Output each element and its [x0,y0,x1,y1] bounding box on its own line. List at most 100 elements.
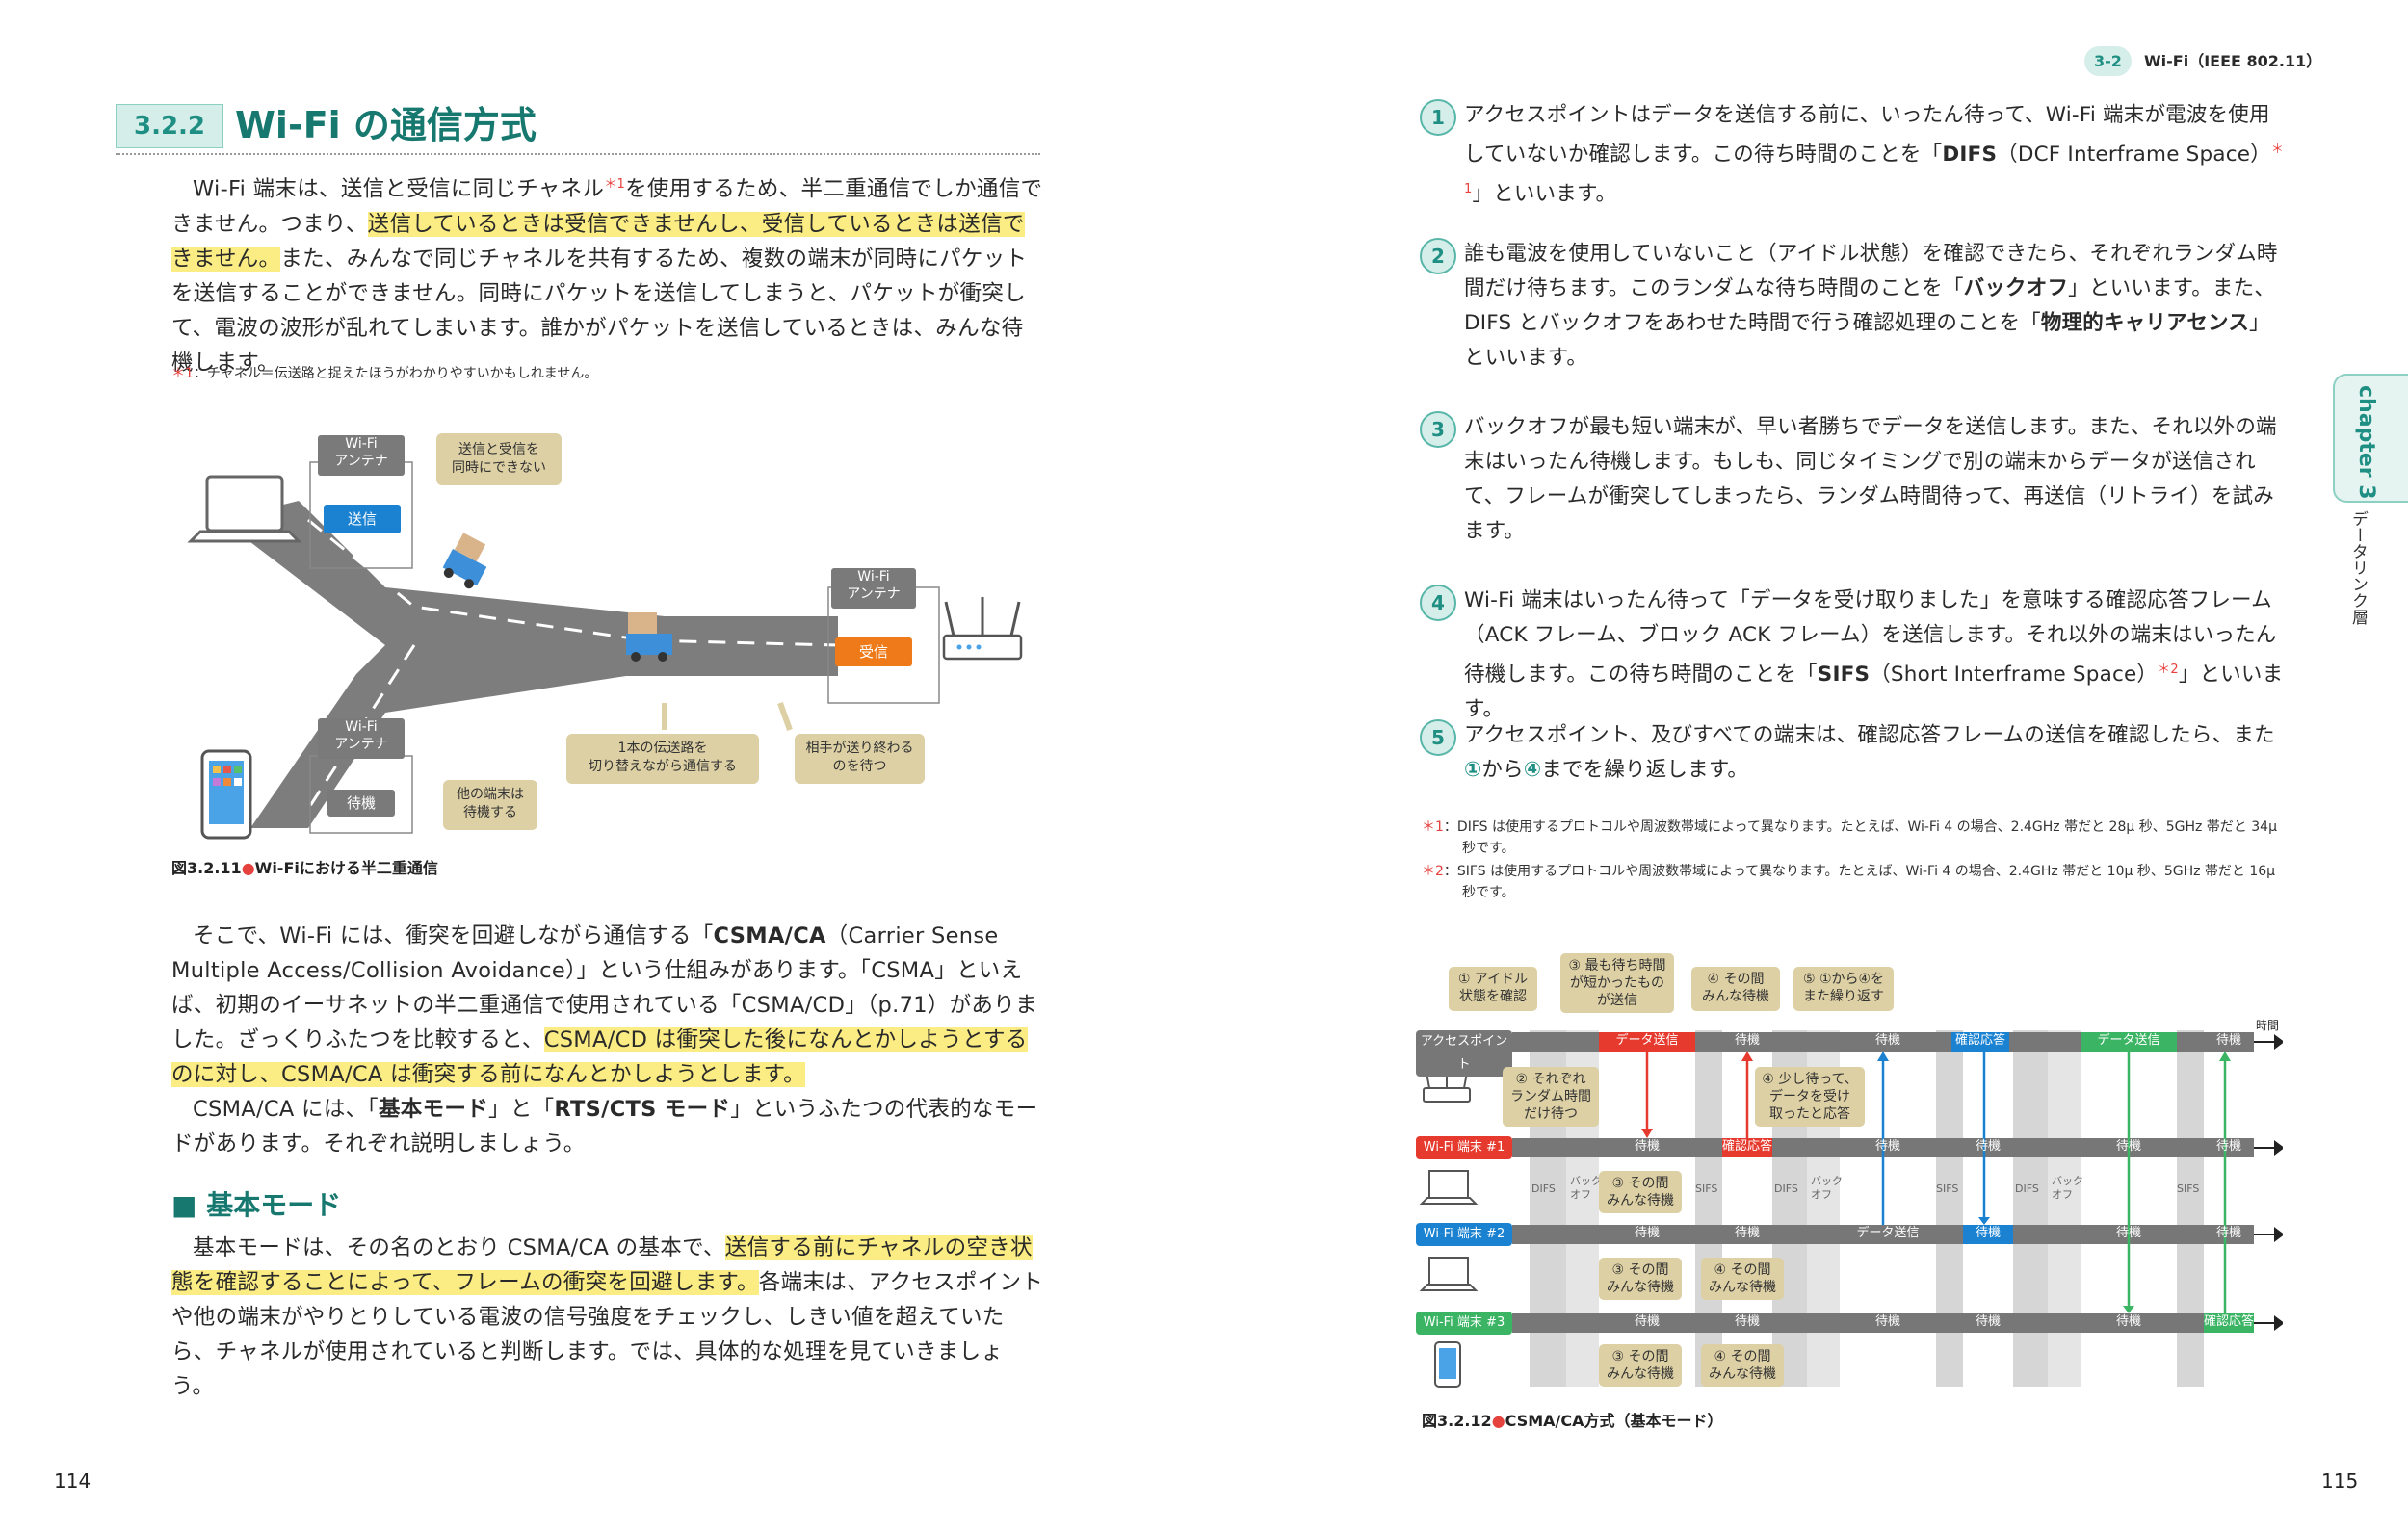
bubble-channel-switch: 1本の伝送路を切り替えながら通信する [566,734,759,784]
text-run: 基本モードは、その名のとおり CSMA/CA の基本で、 [193,1235,725,1260]
footnote-ref: ＊1 [1464,143,2285,197]
backoff-label-3: バックオフ [2052,1175,2083,1201]
smartphone-icon [200,749,252,840]
text-run: 誰も電波を使用していないこと（アイドル状態）を確認できたら、それぞれランダム時間… [1464,242,2278,300]
chapter-subtitle: データリンク層 [2348,510,2368,625]
step-text: 誰も電波を使用していないこと（アイドル状態）を確認できたら、それぞれランダム時間… [1464,237,2289,376]
text-run: 」といいます。 [1464,311,2270,370]
wait-t1-4: 待機 [2115,1139,2141,1154]
step-text: アクセスポイントはデータを送信する前に、いったん待って、Wi-Fi 端末が電波を… [1464,98,2289,212]
subheading-basic-mode: ■ 基本モード [171,1189,342,1221]
bubble-partner-finish: 相手が送り終わるのを待つ [795,734,925,784]
bubble-send-receive: 送信と受信を同時にできない [436,433,562,485]
bold-term: 基本モード [378,1097,488,1122]
bubble-wait-4b: ④ その間みんな待機 [1701,1258,1784,1300]
text-run: Wi-Fi 端末はいったん待って「データを受け取りました」を意味する確認応答フレ… [1464,588,2277,688]
backoff-label-1: バックオフ [1570,1175,1602,1201]
road-illustration [187,461,1023,840]
chapter-tab[interactable] [2333,374,2408,503]
bubble-meanwhile-wait: ④ その間みんな待機 [1691,967,1780,1011]
bubble-others-wait: 他の端末は待機する [443,780,537,830]
text-run: きません。つまり、 [171,211,368,237]
page-number-left: 114 [54,1469,92,1493]
bold-term: DIFS [1942,143,1998,168]
footnote-text: ：SIFS は使用するプロトコルや周波数帯域によって異なります。たとえば、Wi-… [1443,864,2276,900]
text-run: （Short Interframe Space） [1870,663,2159,688]
truck-icon [442,533,487,589]
wait-t1-3: 待機 [1975,1139,2001,1154]
text-run: （Carrier Sense Multiple Access/Collision… [171,923,1037,1052]
sifs-label-3: SIFS [2177,1182,2200,1195]
bold-term: CSMA/CA [713,923,826,948]
footnote-mark: ＊1 [1422,819,1444,835]
bubble-wait-3a: ③ その間みんな待機 [1599,1171,1682,1213]
running-title: Wi-Fi（IEEE 802.11） [2144,52,2322,70]
wait-t1-5: 待機 [2215,1139,2241,1154]
footnotes-right: ＊1：DIFS は使用するプロトコルや周波数帯域によって異なります。たとえば、W… [1422,817,2289,905]
router-icon [942,597,1023,661]
section-rule [116,153,1040,155]
wait-t2-1: 待機 [1634,1226,1660,1240]
step-text: Wi-Fi 端末はいったん待って「データを受け取りました」を意味する確認応答フレ… [1464,584,2289,727]
row-terminal-2: Wi-Fi 端末 #2 [1416,1223,1512,1246]
footnote-1: ＊1：チャネル＝伝送路と捉えたほうがわかりやすいかもしれません。 [171,363,597,384]
wait-t2-3: 待機 [1975,1226,2001,1240]
row-access-point: アクセスポイント [1416,1030,1512,1077]
wait-ap-1: 待機 [1734,1033,1760,1048]
wait-label: 待機 [327,790,395,817]
row-terminal-3: Wi-Fi 端末 #3 [1416,1312,1512,1335]
step-number: 4 [1420,585,1456,621]
step-number: 2 [1420,238,1456,274]
laptop-icon [1419,1170,1479,1205]
highlighted-text: ません。 [193,246,281,272]
bubble-shortest-sends: ③ 最も待ち時間が短かったものが送信 [1560,953,1674,1013]
text-run: 各端末は、アクセスポイントや他の端末がやりとりしている電波の信号強度をチェックし… [171,1270,1044,1399]
wait-t3-3: 待機 [1874,1314,1900,1329]
text-run: （DCF Interframe Space） [1997,143,2271,168]
footnote-mark: ＊2 [1422,864,1444,879]
figure-csma-ca: 時間 アクセスポイント Wi-Fi 端末 #1 Wi-Fi 端末 #2 Wi-F… [1416,953,2285,1396]
text-run: から [1481,758,1524,782]
wait-t3-2: 待機 [1734,1314,1760,1329]
chapter-badge: 3-2 [2084,46,2132,76]
bubble-wait-4c: ④ その間みんな待機 [1701,1344,1784,1387]
bold-term: SIFS [1817,663,1871,688]
text-run: CSMA/CA には、「 [193,1097,379,1122]
figure-caption-1: 図3.2.11●Wi-Fiにおける半二重通信 [171,859,438,877]
section-title: Wi-Fi の通信方式 [235,104,537,146]
wait-t2-4: 待機 [2115,1226,2141,1240]
text-run: 」というふたつの代表的なモードがあります。それぞれ説明しましょう。 [171,1097,1038,1156]
wait-t3-1: 待機 [1634,1314,1660,1329]
text-run: アクセスポイント、及びすべての端末は、確認応答フレームの送信を確認したら、また [1464,723,2275,747]
page-number-right: 115 [2321,1469,2359,1493]
text-run: ④ [1523,758,1542,782]
section-number: 3.2.2 [116,104,223,148]
data-send-t2: データ送信 [1856,1226,1920,1240]
text-run: Wi-Fi 端末は、送信と受信に同じチャネル [193,176,605,202]
laptop-icon [1419,1257,1479,1291]
row-terminal-1: Wi-Fi 端末 #1 [1416,1136,1512,1159]
text-run: を使用するため、半二重通信でしか通信で [625,176,1043,202]
paragraph-basic-mode: 基本モードは、その名のとおり CSMA/CA の基本で、送信する前にチャネルの空… [171,1231,1044,1404]
sifs-label-2: SIFS [1936,1182,1959,1195]
bold-term: バックオフ [1963,276,2069,300]
bubble-wait-3c: ③ その間みんな待機 [1599,1344,1682,1387]
step-number: 1 [1420,99,1456,136]
paragraph-modes: CSMA/CA には、「基本モード」と「RTS/CTS モード」というふたつの代… [171,1092,1044,1161]
text-run: 」といいます。 [1472,182,1617,207]
wait-ap-3: 待機 [2215,1033,2241,1048]
ack-t1: 確認応答 [1722,1139,1773,1154]
text-run: そこで、Wi-Fi には、衝突を回避しながら通信する「 [193,923,714,948]
step-number: 3 [1420,411,1456,448]
footnote: ＊2：SIFS は使用するプロトコルや周波数帯域によって異なります。たとえば、W… [1422,861,2289,903]
text-run: 」といいます。 [1464,663,2284,722]
difs-label-3: DIFS [2015,1182,2039,1195]
wait-t3-4: 待機 [1975,1314,2001,1329]
text-run: バックオフが最も短い端末が、早い者勝ちでデータを送信します。また、それ以外の端末… [1464,415,2277,543]
wait-t1-2: 待機 [1874,1139,1900,1154]
footnote-text: ：チャネル＝伝送路と捉えたほうがわかりやすいかもしれません。 [193,366,598,381]
truck-icon [626,612,672,662]
